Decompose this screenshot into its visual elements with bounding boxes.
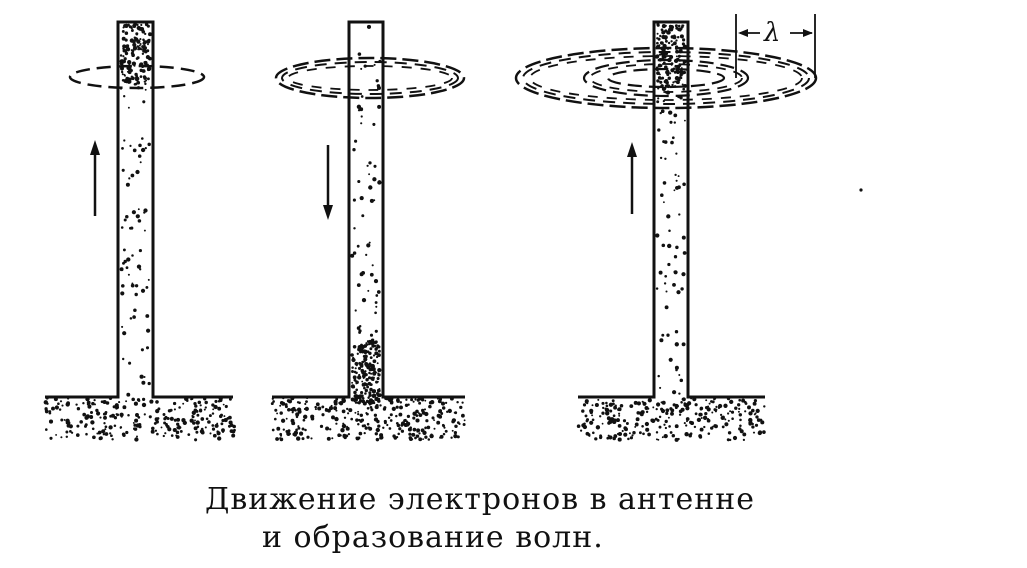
- ground-3: [576, 396, 766, 442]
- wave-ring-1: [68, 64, 206, 90]
- ground-1: [43, 396, 236, 442]
- antenna-rod-2-dense-bottom: [350, 338, 382, 406]
- current-arrow-up-3: [627, 142, 637, 214]
- ground-2: [270, 396, 466, 442]
- wave-rings-2: [274, 56, 466, 100]
- antenna-rod-3-dots: [655, 90, 687, 395]
- wave-rings-3: [514, 46, 818, 110]
- caption-line-2: и образование волн.: [262, 520, 604, 555]
- antenna-rod-1-dense-top: [119, 22, 152, 86]
- current-arrow-down-2: [323, 145, 333, 220]
- ground-line-3: [578, 20, 765, 399]
- panel-2: [270, 20, 466, 442]
- wavelength-marker: λ: [735, 14, 816, 78]
- ground-line-2: [272, 20, 465, 399]
- panel-1: [43, 20, 236, 442]
- antenna-rod-2-dots: [350, 24, 382, 337]
- speck: [859, 188, 863, 192]
- panel-3: λ: [514, 14, 818, 442]
- current-arrow-up-1: [90, 140, 100, 216]
- antenna-rod-1-dots: [119, 86, 151, 397]
- ground-line-1: [45, 20, 233, 399]
- caption-line-1: Движение электронов в антенне: [205, 482, 756, 517]
- wavelength-symbol: λ: [763, 18, 780, 48]
